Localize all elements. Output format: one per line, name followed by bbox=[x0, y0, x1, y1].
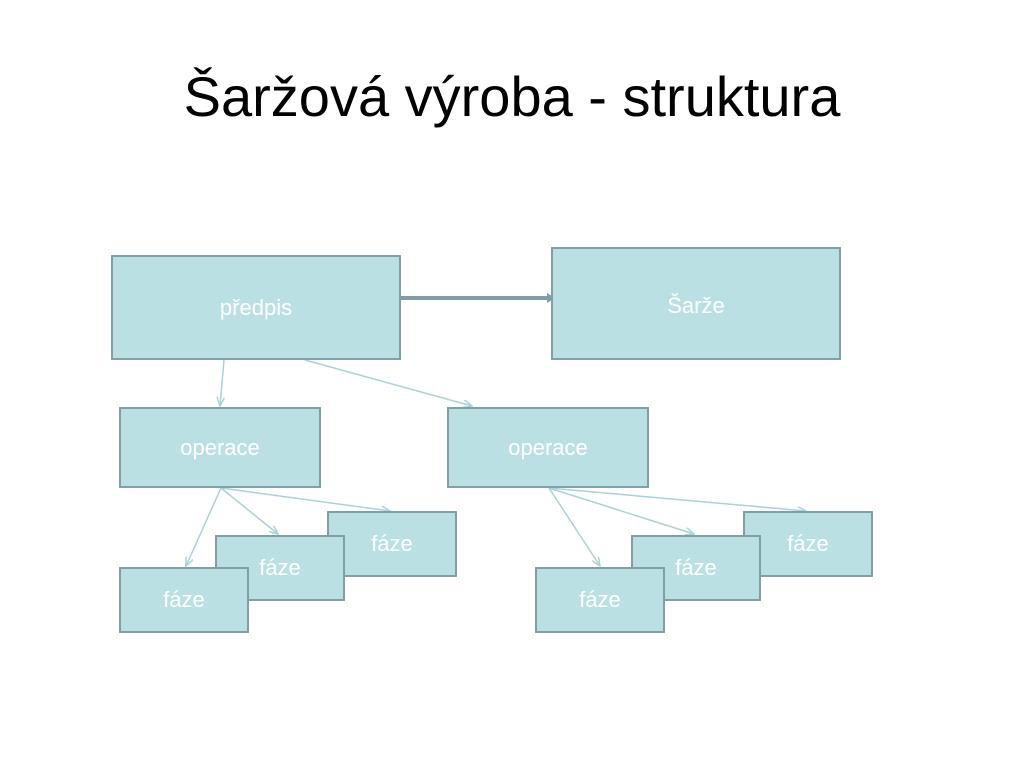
box-faze-right-1: fáze bbox=[535, 567, 665, 633]
arrow-operace-right-to-faze-3 bbox=[548, 487, 806, 511]
arrow-operace-right-to-faze-1 bbox=[548, 487, 600, 566]
box-faze-right-3: fáze bbox=[743, 511, 873, 577]
box-operace-right: operace bbox=[447, 407, 649, 488]
box-faze-left-1-label: fáze bbox=[163, 587, 205, 612]
box-operace-left: operace bbox=[119, 407, 321, 488]
arrow-predpis-to-operace-right bbox=[304, 359, 472, 406]
arrow-predpis-to-operace-left bbox=[220, 359, 224, 406]
box-operace-left-label: operace bbox=[180, 434, 260, 460]
box-faze-left-2-label: fáze bbox=[259, 555, 301, 580]
box-faze-left-3: fáze bbox=[327, 511, 457, 577]
arrow-operace-left-to-faze-2 bbox=[220, 487, 278, 534]
box-faze-right-2-label: fáze bbox=[675, 555, 717, 580]
box-faze-right-3-label: fáze bbox=[787, 531, 829, 556]
box-predpis-label: předpis bbox=[219, 294, 293, 320]
arrow-operace-right-to-faze-2 bbox=[548, 487, 694, 534]
slide-title: Šaržová výroba - struktura bbox=[183, 65, 841, 128]
box-faze-right-1-label: fáze bbox=[579, 587, 621, 612]
box-sarze-label: Šarže bbox=[667, 293, 725, 318]
arrow-operace-left-to-faze-3 bbox=[220, 487, 390, 511]
box-faze-left-1: fáze bbox=[119, 567, 249, 633]
box-operace-right-label: operace bbox=[508, 434, 588, 460]
box-predpis: předpis bbox=[111, 255, 401, 360]
box-faze-left-3-label: fáze bbox=[371, 531, 413, 556]
box-sarze: Šarže bbox=[551, 247, 841, 360]
